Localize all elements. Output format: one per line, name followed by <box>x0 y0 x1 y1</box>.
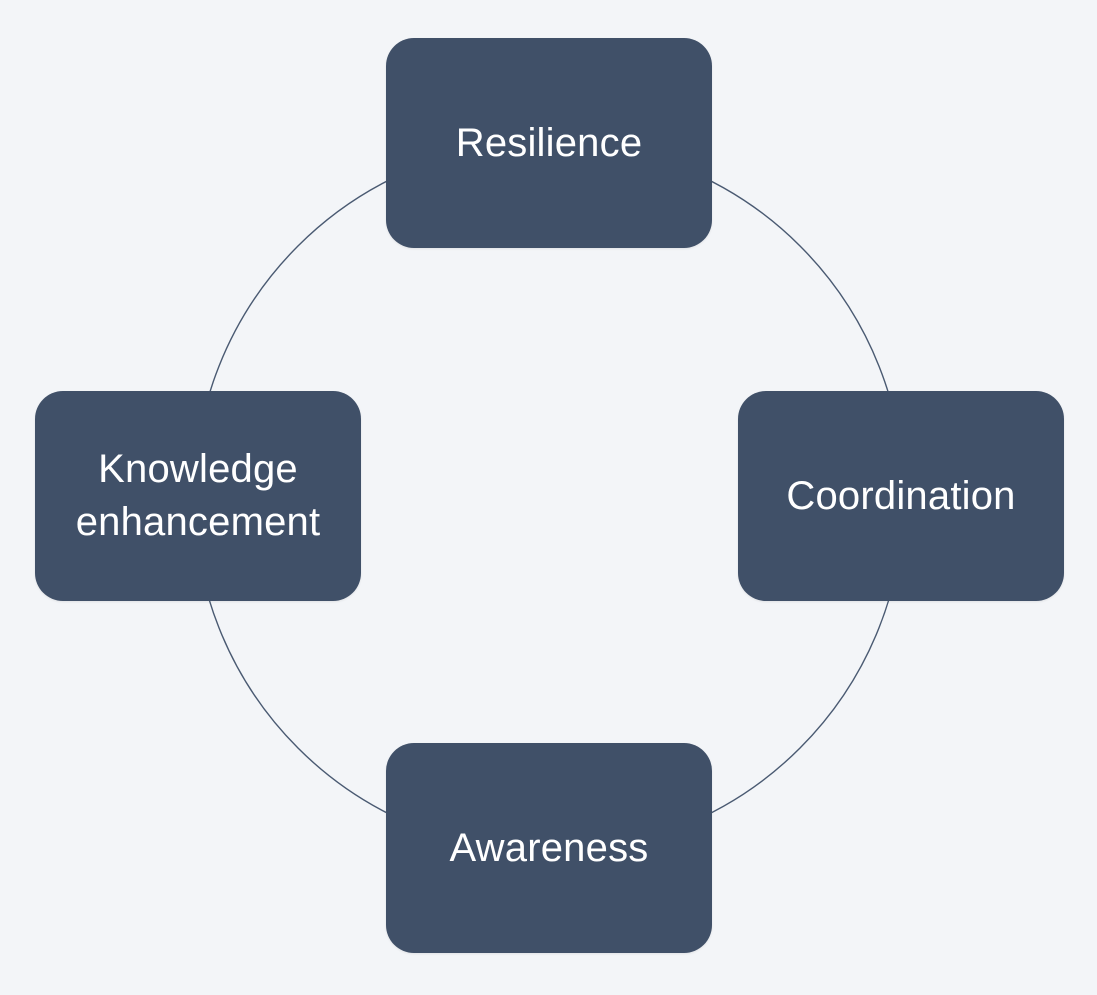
node-knowledge-enhancement-label: Knowledge enhancement <box>75 447 321 544</box>
node-coordination-label: Coordination <box>786 473 1016 518</box>
node-resilience: Resilience <box>386 38 712 248</box>
node-awareness: Awareness <box>386 743 712 953</box>
node-coordination: Coordination <box>738 391 1064 601</box>
node-awareness-label: Awareness <box>449 825 649 870</box>
node-knowledge-enhancement: Knowledge enhancement <box>35 391 361 601</box>
node-resilience-label: Resilience <box>455 120 643 165</box>
